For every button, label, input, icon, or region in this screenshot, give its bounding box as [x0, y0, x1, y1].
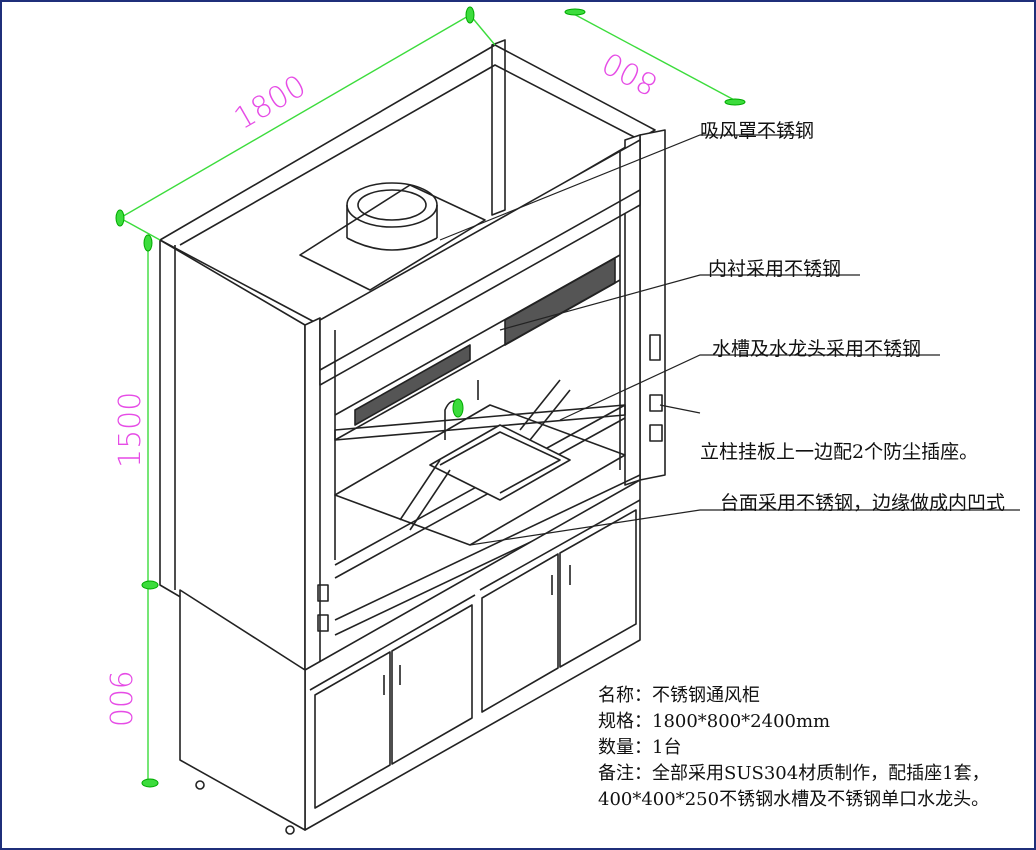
callout-sockets: 立柱挂板上一边配2个防尘插座。 — [700, 441, 979, 463]
callout-sink: 水槽及水龙头采用不锈钢 — [712, 338, 922, 360]
worktop-leader — [469, 509, 1020, 546]
spec-note-2: 400*400*250不锈钢水槽及不锈钢单口水龙头。 — [598, 789, 990, 810]
dim-height-lower-label: 900 — [102, 670, 137, 727]
spec-size: 规格：1800*800*2400mm — [598, 711, 831, 732]
dim-width-label: 1800 — [229, 68, 313, 136]
spec-block: 名称：不锈钢通风柜 规格：1800*800*2400mm 数量：1台 备注：全部… — [598, 683, 990, 813]
callout-worktop: 台面采用不锈钢，边缘做成内凹式 — [720, 492, 1006, 514]
dim-mark — [115, 209, 125, 227]
spec-name: 名称：不锈钢通风柜 — [598, 685, 760, 706]
hood-fascia — [319, 139, 641, 386]
lining-leader — [499, 274, 860, 331]
back-frame — [491, 39, 506, 216]
dim-mark — [141, 580, 159, 590]
dim-mark — [452, 398, 464, 418]
worktop — [334, 404, 626, 546]
dim-mark — [143, 234, 153, 252]
spec-note-1: 备注：全部采用SUS304材质制作，配插座1套， — [598, 763, 990, 784]
cabinet-door-4 — [559, 509, 637, 668]
socket-1 — [649, 394, 663, 412]
dim-height-upper-label: 1500 — [113, 392, 148, 468]
cabinet-door-3 — [481, 553, 559, 713]
dim-depth-line — [569, 11, 739, 103]
dim-width-line — [119, 14, 471, 219]
cabinet-door-2 — [391, 604, 473, 765]
sink-leader — [559, 354, 940, 421]
roof-inner-line — [179, 64, 641, 246]
spec-quantity: 数量：1台 — [598, 737, 682, 758]
hood-leader — [439, 134, 800, 241]
dim-mark — [724, 98, 746, 106]
baffle-slots-left — [354, 344, 471, 426]
sink — [429, 424, 571, 501]
dim-mark — [141, 778, 159, 788]
socket-2 — [649, 424, 663, 442]
cabinet-door-1 — [314, 651, 391, 809]
sockets-leader — [659, 404, 701, 414]
callout-lining: 内衬采用不锈钢 — [708, 258, 842, 280]
dim-depth-label: 800 — [597, 44, 664, 102]
dim-mark — [564, 8, 586, 16]
dim-mark — [465, 6, 475, 24]
callout-hood: 吸风罩不锈钢 — [700, 120, 815, 142]
sash-frame — [334, 404, 626, 441]
